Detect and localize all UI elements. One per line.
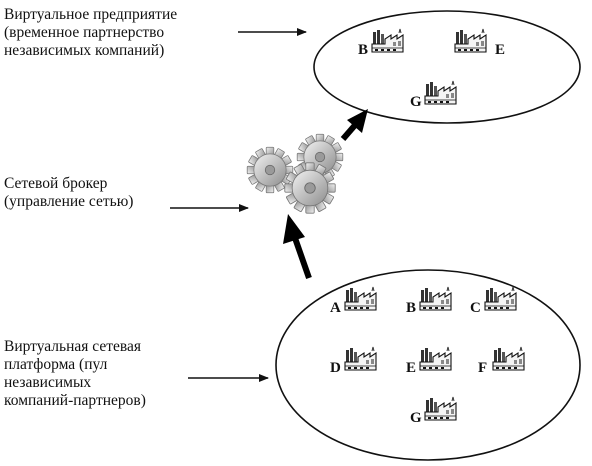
company-letter: D: [330, 360, 341, 376]
platform-company-f: F: [478, 346, 525, 376]
company-letter: F: [478, 360, 487, 376]
factory-icon: [424, 80, 457, 105]
virtual-enterprise-label: Виртуальное предприятие (временное партн…: [4, 6, 177, 60]
company-letter: B: [406, 300, 416, 316]
company-letter: G: [410, 94, 422, 110]
network-platform-label-line-2: платформа (пул: [4, 356, 108, 373]
platform-company-d: D: [330, 346, 377, 376]
factory-icon: [454, 28, 487, 53]
factory-icon: [371, 28, 404, 53]
virtual-enterprise-label-line-1: Виртуальное предприятие: [4, 6, 178, 23]
platform-company-a: A: [330, 286, 377, 316]
gears-icon: [246, 133, 344, 214]
platform-to-broker-arrow: [283, 214, 312, 279]
company-letter: E: [406, 360, 416, 376]
company-letter: B: [358, 42, 368, 58]
network-broker-label-line-2: (управление сетью): [4, 193, 134, 210]
network-broker-label-line-1: Сетевой брокер: [4, 175, 108, 192]
company-letter: E: [495, 42, 505, 58]
enterprise-company-e: E: [454, 28, 505, 58]
company-letter: G: [410, 410, 422, 426]
virtual-enterprise-ellipse: [313, 10, 581, 124]
enterprise-company-b: B: [358, 28, 404, 58]
virtual-enterprise-label-line-2: (временное партнерство: [4, 24, 165, 41]
network-platform-label-line-3: независимых: [4, 374, 92, 391]
company-letter: A: [330, 300, 341, 316]
network-platform-label-line-4: компаний-партнеров): [4, 392, 146, 409]
factory-icon: [419, 346, 452, 371]
network-platform-label-line-1: Виртуальная сетевая: [4, 338, 142, 355]
virtual-enterprise-label-line-3: независимых компаний): [4, 42, 165, 59]
network-platform-label: Виртуальная сетевая платформа (пул незав…: [4, 338, 146, 410]
factory-icon: [344, 286, 377, 311]
platform-company-b: B: [406, 286, 452, 316]
company-letter: C: [470, 300, 481, 316]
broker-to-enterprise-arrow: [340, 109, 368, 141]
factory-icon: [484, 286, 517, 311]
network-broker-label: Сетевой брокер (управление сетью): [4, 175, 133, 211]
network-platform-ellipse: [275, 269, 581, 461]
factory-icon: [419, 286, 452, 311]
platform-company-c: C: [470, 286, 517, 316]
factory-icon: [492, 346, 525, 371]
platform-company-e: E: [406, 346, 452, 376]
factory-icon: [344, 346, 377, 371]
factory-icon: [424, 396, 457, 421]
platform-company-g: G: [410, 396, 457, 426]
enterprise-company-g: G: [410, 80, 457, 110]
